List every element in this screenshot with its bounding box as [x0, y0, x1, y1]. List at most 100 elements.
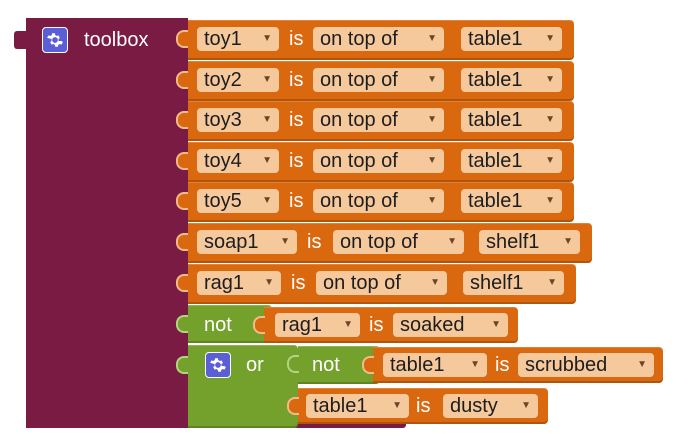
or-block-tab	[176, 356, 188, 374]
target-dropdown[interactable]: table1 ▼	[461, 68, 562, 92]
object-value: toy3	[204, 109, 242, 131]
relation-value: on top of	[320, 28, 398, 50]
object-value: soap1	[204, 231, 259, 253]
gear-icon[interactable]	[205, 352, 231, 378]
relation-dropdown[interactable]: on top of ▼	[313, 149, 444, 173]
target-dropdown[interactable]: table1 ▼	[461, 149, 562, 173]
object-dropdown[interactable]: toy3 ▼	[197, 108, 279, 132]
not-block-tab	[176, 315, 188, 333]
chevron-down-icon: ▼	[427, 114, 437, 125]
chevron-down-icon: ▼	[545, 114, 555, 125]
relation-dropdown[interactable]: on top of ▼	[313, 68, 444, 92]
target-value: shelf1	[470, 272, 524, 294]
chevron-down-icon: ▼	[427, 155, 437, 166]
chevron-down-icon: ▼	[427, 74, 437, 85]
is-label: is	[289, 28, 304, 50]
target-value: table1	[468, 109, 523, 131]
state-dropdown[interactable]: dusty ▼	[443, 394, 538, 418]
target-value: table1	[468, 150, 523, 172]
chevron-down-icon: ▼	[392, 400, 402, 411]
object-dropdown[interactable]: rag1 ▼	[197, 271, 281, 295]
object-value: toy1	[204, 28, 242, 50]
is-label: is	[369, 314, 384, 336]
relation-value: on top of	[340, 231, 418, 253]
chevron-down-icon: ▼	[470, 359, 480, 370]
not-keyword: not	[312, 354, 340, 376]
chevron-down-icon: ▼	[547, 277, 557, 288]
relation-dropdown[interactable]: on top of▼	[313, 108, 444, 132]
object-dropdown[interactable]: toy2 ▼	[197, 68, 279, 92]
state-block-rag1-tab	[253, 316, 265, 334]
toolbox-notch	[14, 31, 28, 49]
target-dropdown[interactable]: table1 ▼	[461, 27, 562, 51]
chevron-down-icon: ▼	[545, 74, 555, 85]
relation-dropdown[interactable]: on top of ▼	[313, 27, 444, 51]
object-dropdown[interactable]: toy5▼	[197, 189, 279, 213]
target-dropdown[interactable]: shelf1 ▼	[463, 271, 564, 295]
object-dropdown[interactable]: toy4▼	[197, 149, 279, 173]
relation-value: on top of	[320, 190, 398, 212]
state-block-table1-dusty-tab	[287, 397, 299, 415]
statement-block-tab	[176, 192, 188, 210]
gear-icon[interactable]	[42, 27, 68, 53]
relation-value: on top of	[320, 150, 398, 172]
target-value: table1	[468, 190, 523, 212]
object-value: rag1	[204, 272, 245, 294]
object-dropdown[interactable]: table1 ▼	[306, 394, 409, 418]
object-dropdown[interactable]: rag1 ▼	[275, 313, 360, 337]
target-dropdown[interactable]: table1 ▼	[461, 108, 562, 132]
chevron-down-icon: ▼	[563, 236, 573, 247]
target-value: table1	[468, 28, 523, 50]
state-block-table1-scrubbed-tab	[362, 356, 374, 374]
is-label: is	[495, 354, 510, 376]
relation-value: on top of	[320, 69, 398, 91]
chevron-down-icon: ▼	[545, 33, 555, 44]
chevron-down-icon: ▼	[262, 114, 272, 125]
statement-block-tab	[176, 274, 188, 292]
state-dropdown[interactable]: scrubbed ▼	[518, 353, 654, 377]
relation-dropdown[interactable]: on top of ▼	[313, 189, 444, 213]
state-dropdown[interactable]: soaked ▼	[393, 313, 508, 337]
statement-block-tab	[176, 71, 188, 89]
object-value: table1	[390, 354, 445, 376]
chevron-down-icon: ▼	[262, 74, 272, 85]
object-value: rag1	[282, 314, 323, 336]
statement-block-tab	[176, 30, 188, 48]
state-value: scrubbed	[525, 354, 608, 376]
relation-value: on top of	[323, 272, 401, 294]
object-dropdown[interactable]: toy1 ▼	[197, 27, 279, 51]
statement-block-tab	[176, 152, 188, 170]
target-dropdown[interactable]: shelf1 ▼	[479, 230, 580, 254]
inner-not-block-tab	[287, 355, 299, 373]
chevron-down-icon: ▼	[343, 319, 353, 330]
object-value: table1	[313, 395, 368, 417]
chevron-down-icon: ▼	[262, 33, 272, 44]
toolbox-title: toolbox	[84, 29, 149, 51]
object-dropdown[interactable]: soap1▼	[197, 230, 297, 254]
or-keyword: or	[246, 354, 264, 376]
object-value: toy2	[204, 69, 242, 91]
chevron-down-icon: ▼	[545, 195, 555, 206]
state-value: soaked	[400, 314, 465, 336]
target-value: table1	[468, 69, 523, 91]
chevron-down-icon: ▼	[491, 319, 501, 330]
statement-block-tab	[176, 233, 188, 251]
chevron-down-icon: ▼	[427, 195, 437, 206]
chevron-down-icon: ▼	[264, 277, 274, 288]
target-dropdown[interactable]: table1 ▼	[461, 189, 562, 213]
chevron-down-icon: ▼	[545, 155, 555, 166]
chevron-down-icon: ▼	[447, 236, 457, 247]
target-value: shelf1	[486, 231, 540, 253]
relation-dropdown[interactable]: on top of ▼	[333, 230, 464, 254]
relation-dropdown[interactable]: on top of▼	[316, 271, 447, 295]
object-dropdown[interactable]: table1 ▼	[383, 353, 487, 377]
is-label: is	[289, 69, 304, 91]
is-label: is	[289, 190, 304, 212]
is-label: is	[289, 109, 304, 131]
chevron-down-icon: ▼	[521, 400, 531, 411]
toolbox-frame[interactable]	[26, 18, 188, 428]
chevron-down-icon: ▼	[427, 33, 437, 44]
statement-block-tab	[176, 111, 188, 129]
chevron-down-icon: ▼	[637, 359, 647, 370]
state-value: dusty	[450, 395, 498, 417]
